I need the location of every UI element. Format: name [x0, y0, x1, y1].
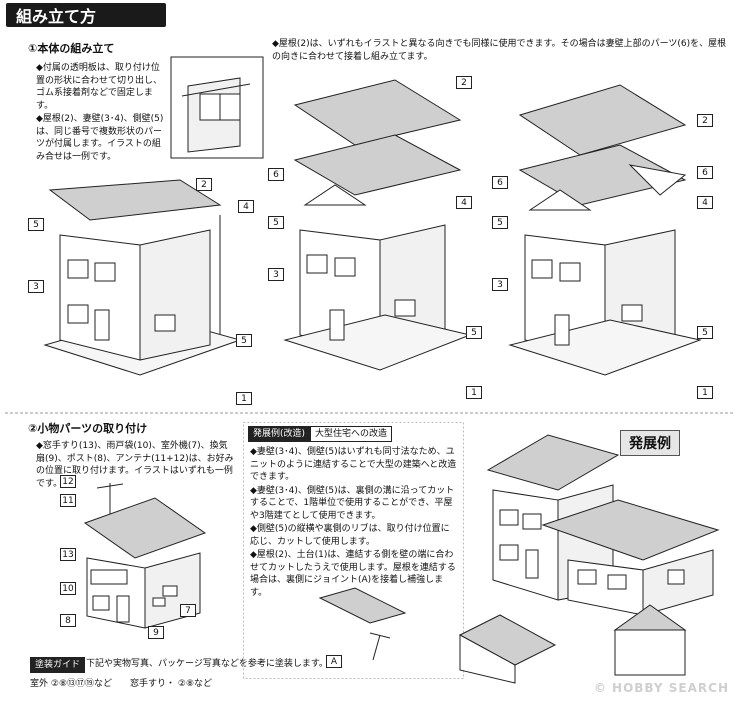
joint-diagram [318, 587, 407, 661]
house-diagram-3 [508, 84, 702, 376]
joint-label-a: A [326, 655, 342, 668]
example-badge: 発展例 [620, 430, 680, 456]
example-note-1: ◆妻壁(3･4)、側壁(5)はいずれも同寸法なため、ユニットのように連結すること… [250, 447, 457, 482]
part-label-2a: 2 [196, 178, 212, 191]
small-parts-house [83, 483, 207, 629]
transparent-plate-detail [170, 56, 264, 159]
painting-line2-codes: ②⑧など [177, 679, 213, 689]
example-box-frame [243, 422, 464, 679]
part-label-5c: 5 [268, 216, 284, 229]
part-label-6c: 6 [492, 176, 508, 189]
painting-line1-codes: ②⑧⑬⑰⑲など [50, 679, 113, 689]
part-label-5e: 5 [492, 216, 508, 229]
part-label-8: 8 [60, 614, 76, 627]
part-label-2c: 2 [697, 114, 713, 127]
part-label-10: 10 [60, 582, 76, 595]
painting-line1-label: 室外 [30, 679, 49, 689]
part-label-6b: 6 [268, 168, 284, 181]
example-note-3: ◆側壁(5)の縦横や裏側のリブは、取り付け位置に応じ、カットして使用します。 [250, 524, 450, 547]
page-title: 組み立て方 [6, 3, 166, 27]
section2-heading: ②小物パーツの取り付け [28, 422, 148, 435]
part-label-5a: 5 [28, 218, 44, 231]
large-house-example [486, 434, 720, 616]
section2-note: ◆窓手すり(13)、雨戸袋(10)、室外機(7)、換気扇(9)、ポスト(8)、ア… [36, 441, 234, 489]
painting-guide-line2: 窓手すり・ ②⑧など [130, 678, 212, 691]
section1-notes: ◆付属の透明板は、取り付け位置の形状に合わせて切り出し、ゴム系接着剤などで固定し… [36, 62, 164, 164]
part-label-4b: 4 [456, 196, 472, 209]
house-diagram-2 [283, 79, 472, 371]
part-label-4a: 4 [238, 200, 254, 213]
part-label-5f: 5 [697, 326, 713, 339]
watermark: © HOBBY SEARCH [593, 681, 729, 695]
part-label-4c: 4 [697, 196, 713, 209]
part-label-12: 12 [60, 475, 76, 488]
example-note-2: ◆妻壁(3･4)、側壁(5)は、裏側の溝に沿ってカットすることで、1階単位で使用… [250, 485, 455, 521]
part-label-2b: 2 [456, 76, 472, 89]
part-label-1a: 1 [236, 392, 252, 405]
example-title: 大型住宅への改造 [310, 426, 393, 442]
example-note-4: ◆屋根(2)、土台(1)は、連結する側を壁の端に合わせてカットしたうえで使用しま… [250, 550, 456, 598]
section1-note-2: ◆屋根(2)、妻壁(3･4)、側壁(5)は、同じ番号で複数形状のパーツが付属しま… [36, 114, 164, 162]
part-label-3c: 3 [492, 278, 508, 291]
part-label-5b: 5 [236, 334, 252, 347]
connected-roof-example [458, 614, 557, 684]
section1-top-note: ◆屋根(2)は、いずれもイラストと異なる向きでも同様に使用できます。その場合は妻… [272, 39, 727, 62]
part-label-7: 7 [180, 604, 196, 617]
house-diagram-1 [43, 179, 242, 376]
section1-heading: ①本体の組み立て [28, 42, 115, 55]
part-label-1b: 1 [466, 386, 482, 399]
example-tag: 発展例(改造) [248, 426, 311, 442]
part-label-5d: 5 [466, 326, 482, 339]
example-notes: ◆妻壁(3･4)、側壁(5)はいずれも同寸法なため、ユニットのように連結すること… [250, 446, 458, 600]
part-label-6d: 6 [697, 166, 713, 179]
part-label-1c: 1 [697, 386, 713, 399]
painting-guide-line1: 室外 ②⑧⑬⑰⑲など [30, 678, 112, 691]
section-divider [5, 412, 734, 414]
painting-guide-label: 塗装ガイド [30, 657, 86, 673]
part-label-13: 13 [60, 548, 76, 561]
painting-line2-label: 窓手すり・ [130, 679, 176, 689]
part-label-3a: 3 [28, 280, 44, 293]
small-wing-example [613, 604, 687, 676]
section1-note-1: ◆付属の透明板は、取り付け位置の形状に合わせて切り出し、ゴム系接着剤などで固定し… [36, 63, 163, 111]
page-title-text: 組み立て方 [16, 7, 97, 26]
part-label-9: 9 [148, 626, 164, 639]
part-label-11: 11 [60, 494, 76, 507]
painting-guide-text: 下記や実物写真、パッケージ写真などを参考に塗装します。 [86, 659, 328, 669]
part-label-3b: 3 [268, 268, 284, 281]
